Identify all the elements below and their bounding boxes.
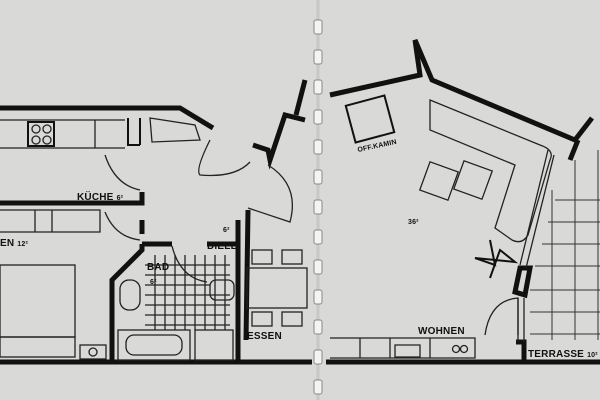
living-label: WOHNEN [418,326,465,337]
living-area: 36² [408,219,419,226]
bath-label: BAD [147,262,169,273]
bath-fixtures [117,255,235,361]
terrace-label: TERRASSE [528,349,584,360]
hall-area: 6² [223,227,230,234]
spiral-binding [313,19,323,395]
dining-label: ESSEN [247,331,282,342]
living-furniture [330,94,555,359]
hall-label: DIELE [207,241,238,252]
bed [0,264,107,360]
terrace-area: 10² [587,352,598,359]
kitchen-area: 6² [117,195,124,202]
doors [104,139,519,336]
kitchen-counter [0,117,201,233]
bath-area: 6² [150,279,157,286]
dining-table [246,249,308,327]
kitchen-label: KÜCHE [77,190,114,203]
bedroom-label: EN [0,238,14,249]
terrace-tiles [530,150,600,340]
bedroom-area: 12² [17,241,28,248]
